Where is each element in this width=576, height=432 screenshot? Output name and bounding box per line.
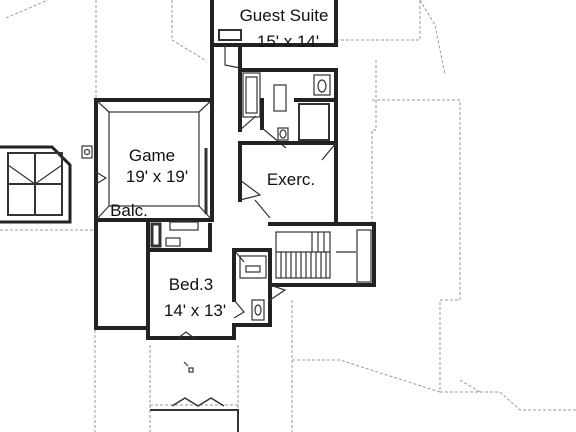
room-name-game: Game: [129, 146, 175, 165]
bottom-balcony: [150, 397, 239, 432]
bedroom-3: [146, 218, 245, 373]
guest-suite: [210, 0, 338, 102]
gazebo: [0, 145, 93, 224]
bathroom-area: [238, 43, 338, 149]
staircase: [268, 222, 376, 302]
room-name-guest-suite: Guest Suite: [240, 6, 329, 25]
bedroom-bath: [232, 248, 287, 327]
room-size-bedroom-3: 14' x 13': [164, 301, 226, 320]
room-name-exercise: Exerc.: [267, 170, 315, 189]
room-size-guest-suite: 15' x 14': [257, 32, 319, 51]
room-name-bedroom-3: Bed.3: [169, 275, 213, 294]
room-size-game: 19' x 19': [126, 167, 188, 186]
exercise-room: [238, 141, 338, 226]
room-name-balcony: Balc.: [110, 201, 148, 220]
